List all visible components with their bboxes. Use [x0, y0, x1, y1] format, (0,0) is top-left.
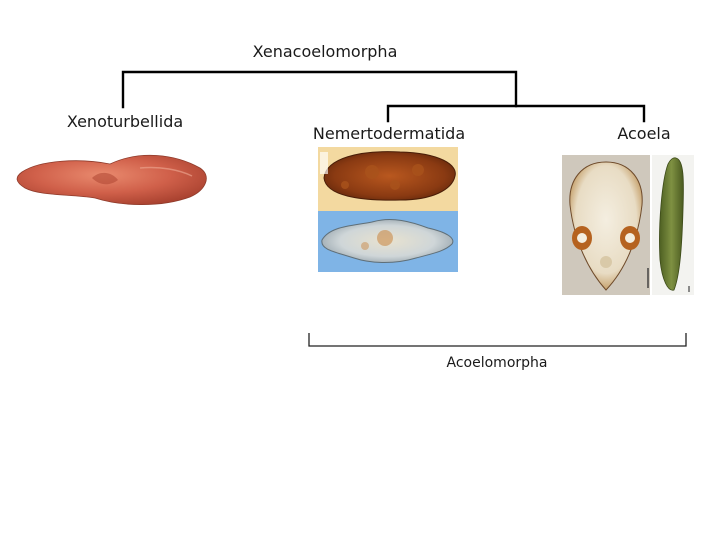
- nemertoderm-image-bottom: [318, 211, 458, 272]
- nemertodermatida-label: Nemertodermatida: [313, 124, 465, 143]
- acoel-image-left: [562, 155, 650, 295]
- nemertoderm-image-top: [318, 147, 458, 211]
- acoela-label: Acoela: [617, 124, 670, 143]
- root-branch: [121, 70, 518, 109]
- xenoturbellida-label: Xenoturbellida: [67, 112, 183, 131]
- tree-lines: [121, 70, 646, 123]
- root-label: Xenacoelomorpha: [253, 42, 398, 61]
- xenoturbella-image: [16, 154, 207, 206]
- acoelomorpha-branch: [386, 104, 646, 123]
- acoelomorpha-label: Acoelomorpha: [447, 355, 548, 371]
- acoelomorpha-bracket: [308, 333, 687, 347]
- acoel-image-right: [652, 155, 694, 295]
